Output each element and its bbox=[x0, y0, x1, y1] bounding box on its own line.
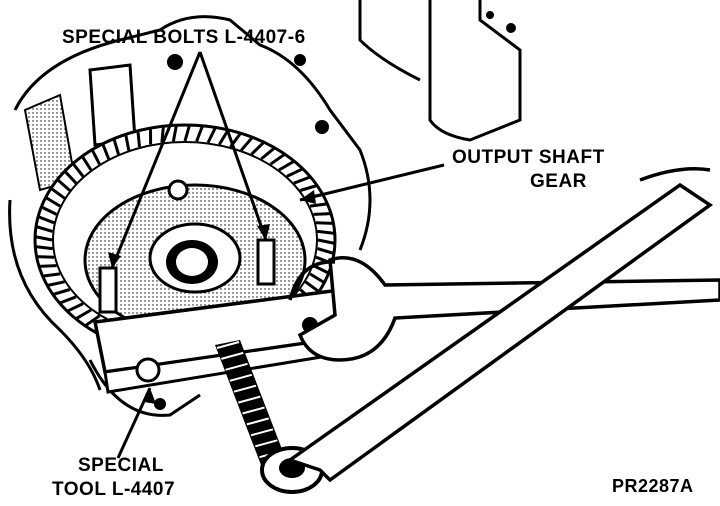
gear-tooth bbox=[35, 225, 53, 233]
special-tool-label: SPECIAL bbox=[78, 455, 164, 476]
gear-tooth bbox=[59, 295, 77, 305]
housing bbox=[8, 0, 522, 417]
screw-thread bbox=[225, 362, 248, 371]
gear-tooth bbox=[84, 314, 101, 328]
gear-tooth bbox=[286, 167, 304, 178]
screw-thread bbox=[246, 417, 270, 426]
gear-tooth bbox=[240, 136, 254, 152]
forcing-screw bbox=[215, 340, 324, 494]
housing-boss bbox=[154, 11, 516, 410]
gear-tooth bbox=[278, 159, 295, 172]
gear-tooth bbox=[63, 170, 78, 185]
gear-tooth bbox=[183, 124, 191, 142]
gear-tooth bbox=[46, 280, 65, 287]
screw-thread bbox=[221, 351, 244, 360]
gear-tooth bbox=[309, 202, 328, 208]
gear-tooth bbox=[250, 141, 265, 156]
output-shaft-gear-label: OUTPUT SHAFT bbox=[452, 147, 605, 168]
gear-tooth bbox=[124, 134, 131, 151]
gear-tooth bbox=[304, 280, 320, 293]
gear-tooth bbox=[34, 235, 53, 242]
screw-thread bbox=[233, 384, 257, 393]
screw-thread bbox=[255, 439, 278, 448]
gear-tooth bbox=[269, 152, 286, 166]
gear-tooth bbox=[160, 126, 165, 143]
gear-tooth bbox=[36, 255, 55, 259]
gear-tooth bbox=[101, 143, 111, 160]
gear-tooth bbox=[80, 155, 93, 171]
gear-tooth bbox=[260, 146, 276, 161]
gear-tooth bbox=[37, 215, 55, 225]
special-bolts-label: SPECIAL BOLTS L-4407-6 bbox=[62, 27, 306, 48]
gear-tooth bbox=[52, 288, 71, 296]
gear-tooth bbox=[313, 212, 332, 216]
gear-tooth bbox=[38, 264, 57, 268]
gear-tooth bbox=[44, 196, 61, 208]
gear-tooth bbox=[309, 272, 326, 284]
gear-tooth bbox=[317, 229, 335, 235]
gear-tooth bbox=[50, 187, 66, 200]
output-shaft-gear-label-line2: GEAR bbox=[530, 171, 587, 192]
screw-thread bbox=[238, 395, 261, 404]
gear-tooth bbox=[317, 247, 335, 255]
gear-tooth bbox=[71, 162, 85, 178]
gear-tooth bbox=[299, 184, 318, 192]
gear-tooth bbox=[66, 302, 84, 313]
figure-id: PR2287A bbox=[612, 476, 694, 496]
gear-tooth bbox=[56, 178, 71, 192]
gear-tooth bbox=[90, 149, 101, 165]
gear-tooth bbox=[293, 175, 311, 185]
gear-tooth bbox=[171, 124, 178, 142]
gear-tooth bbox=[40, 205, 58, 216]
gear-tooth bbox=[206, 126, 217, 144]
gear-tooth bbox=[136, 130, 141, 148]
gear-tooth bbox=[35, 245, 53, 251]
shaft-hub bbox=[148, 222, 242, 294]
screw-thread bbox=[242, 406, 265, 415]
gear-tooth bbox=[317, 238, 336, 245]
screw-thread bbox=[229, 373, 253, 382]
breaker-bar bbox=[286, 167, 714, 483]
leader-arrowheads bbox=[108, 190, 316, 404]
special-tool-label-line2: TOOL L-4407 bbox=[52, 479, 176, 500]
gear-tooth bbox=[195, 125, 204, 142]
leader-lines bbox=[110, 51, 445, 459]
gear-tooth bbox=[315, 221, 334, 225]
gear-tooth bbox=[112, 138, 120, 155]
special-bolts bbox=[98, 238, 276, 314]
screw-thread bbox=[216, 341, 240, 349]
screw-thread bbox=[250, 428, 274, 437]
gear-tooth bbox=[75, 308, 92, 321]
gear-tooth bbox=[312, 264, 330, 275]
gear-tooth bbox=[42, 272, 61, 278]
